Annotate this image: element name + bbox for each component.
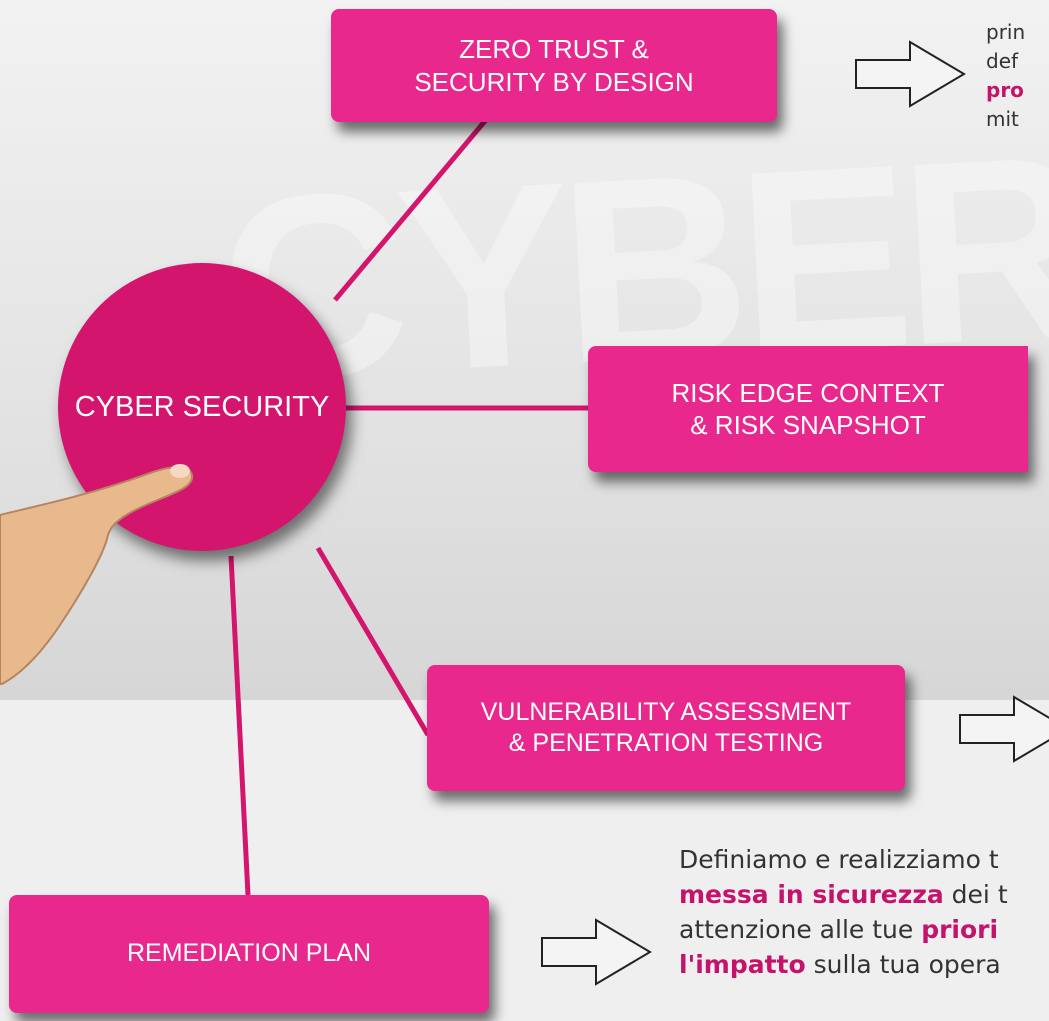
top-right-text: prin def pro mit <box>986 18 1025 134</box>
bottom-line2-rest: dei t <box>943 880 1008 909</box>
right-arrow-icon <box>541 918 652 986</box>
node-zero-trust: ZERO TRUST & SECURITY BY DESIGN <box>331 9 777 122</box>
top-right-line2: def <box>986 49 1019 73</box>
bottom-line4-bold: l'impatto <box>679 950 806 979</box>
center-label: CYBER SECURITY <box>74 390 330 423</box>
node-vapt: VULNERABILITY ASSESSMENT & PENETRATION T… <box>427 665 905 791</box>
node-risk-edge: RISK EDGE CONTEXT & RISK SNAPSHOT <box>588 346 1028 472</box>
node-risk-edge-line1: RISK EDGE CONTEXT <box>671 377 945 408</box>
node-remediation: REMEDIATION PLAN <box>9 895 489 1013</box>
bottom-line2-bold: messa in sicurezza <box>679 880 944 909</box>
connector-remediation <box>228 555 251 896</box>
bottom-line3-bold: priori <box>921 915 999 944</box>
node-vapt-line2: & PENETRATION TESTING <box>508 729 824 757</box>
right-arrow-icon <box>959 695 1049 763</box>
center-circle: CYBER SECURITY <box>58 263 346 551</box>
node-remediation-line1: REMEDIATION PLAN <box>126 939 372 968</box>
node-risk-edge-line2: & RISK SNAPSHOT <box>690 410 926 440</box>
top-right-line3: pro <box>986 78 1024 102</box>
node-zero-trust-line2: SECURITY BY DESIGN <box>414 66 694 97</box>
bottom-line1: Definiamo e realizziamo t <box>679 845 999 874</box>
bottom-description: Definiamo e realizziamo t messa in sicur… <box>679 842 1008 982</box>
bottom-line4-rest: sulla tua opera <box>805 950 1001 979</box>
bottom-line3: attenzione alle tue <box>679 915 922 944</box>
pointing-hand <box>0 464 194 685</box>
node-vapt-line1: VULNERABILITY ASSESSMENT <box>480 697 852 726</box>
connector-vapt <box>315 546 431 737</box>
top-right-line1: prin <box>986 20 1026 44</box>
right-arrow-icon <box>855 40 966 108</box>
node-zero-trust-line1: ZERO TRUST & <box>459 34 649 64</box>
top-right-line4: mit <box>986 107 1019 131</box>
connector-zero-trust <box>333 113 492 302</box>
